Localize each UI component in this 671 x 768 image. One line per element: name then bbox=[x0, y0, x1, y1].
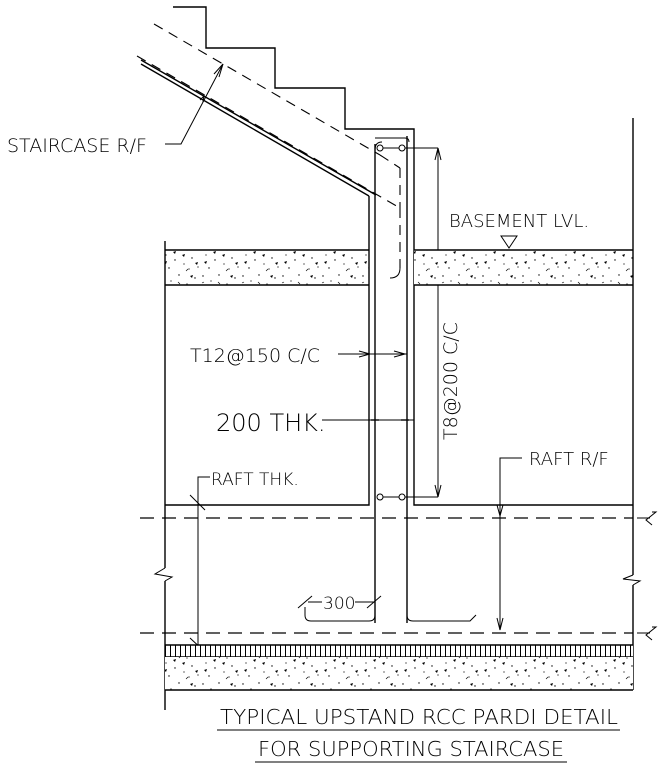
raft-l-bars bbox=[304, 607, 477, 622]
t8-label: T8@200 C/C bbox=[440, 322, 462, 440]
raft-dashed-lines bbox=[140, 511, 658, 641]
pcc-layer bbox=[165, 644, 633, 658]
thk-200-label: 200 THK. bbox=[216, 409, 326, 437]
staircase-steps bbox=[173, 6, 633, 506]
raft-rf-label: RAFT R/F bbox=[529, 449, 609, 470]
staircase-rf-label: STAIRCASE R/F bbox=[7, 135, 147, 157]
staircase-rf-leader: STAIRCASE R/F bbox=[7, 63, 224, 157]
t12-leader: T12@150 C/C bbox=[190, 345, 407, 367]
t12-label: T12@150 C/C bbox=[190, 345, 320, 367]
basement-level-label: BASEMENT LVL. bbox=[449, 211, 589, 232]
title-line-1: TYPICAL UPSTAND RCC PARDI DETAIL bbox=[220, 705, 618, 729]
title-line-2: FOR SUPPORTING STAIRCASE bbox=[258, 737, 564, 761]
thk-200-leader: 200 THK. bbox=[216, 409, 414, 437]
top-bar-with-dots bbox=[376, 144, 438, 152]
dim-300: 300 bbox=[297, 594, 382, 614]
raft-rf-leader: RAFT R/F bbox=[496, 449, 609, 631]
drawing-title: TYPICAL UPSTAND RCC PARDI DETAIL FOR SUP… bbox=[217, 705, 620, 763]
upstand-wall bbox=[374, 136, 410, 623]
bottom-bar-with-dots bbox=[376, 493, 438, 501]
dim-300-label: 300 bbox=[323, 594, 355, 614]
staircase-waist-slab bbox=[140, 59, 377, 250]
basement-slab bbox=[165, 249, 633, 286]
basement-level-marker bbox=[500, 235, 518, 249]
inner-wall-left bbox=[165, 250, 370, 506]
raft-thk-label: RAFT THK. bbox=[211, 470, 299, 490]
t8-dimension-line bbox=[434, 147, 442, 498]
raft-thk-leader: RAFT THK. bbox=[189, 470, 299, 653]
staircase-rebars bbox=[136, 23, 401, 279]
blinding-concrete-layer bbox=[165, 657, 633, 691]
